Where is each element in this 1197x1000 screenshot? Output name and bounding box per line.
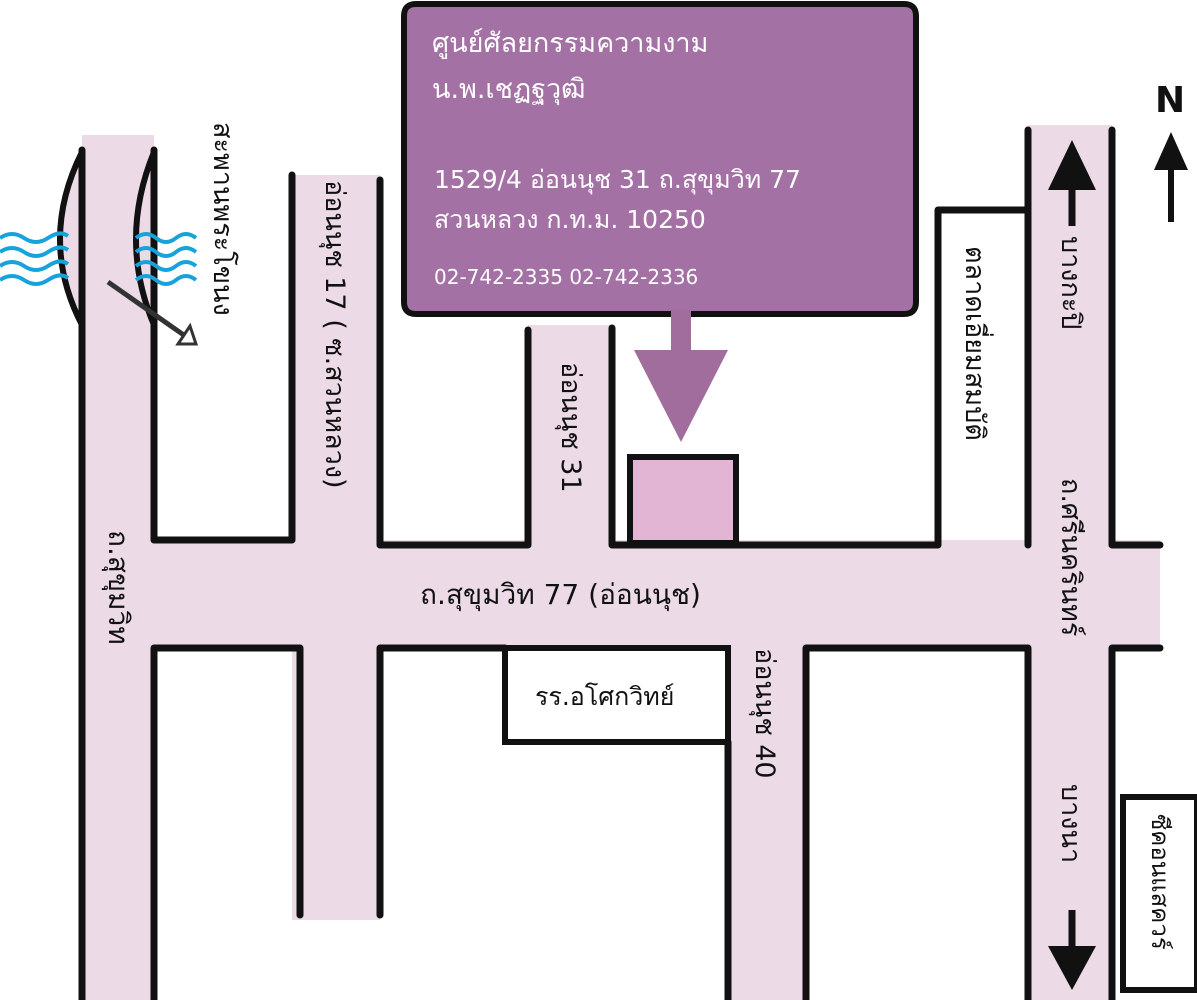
water-waves-icon — [0, 231, 198, 286]
road-soi-40 — [728, 645, 806, 1000]
down-arrow-icon — [1048, 910, 1096, 990]
clinic-name-line1: ศูนย์ศัลยกรรมความงาม — [432, 27, 708, 59]
pointer-arrow-icon — [106, 279, 199, 346]
road-srinakarin — [1028, 125, 1112, 1000]
north-label: N — [1155, 80, 1185, 121]
clinic-name-line2: น.พ.เชฏฐวุฒิ — [432, 74, 586, 106]
label-seacon: ซีคอนแสควร์ — [1146, 814, 1174, 950]
label-sukhumvit: ถ.สุขุมวิท — [101, 530, 135, 645]
road-soi-17 — [292, 175, 380, 920]
location-arrow-icon — [634, 310, 728, 442]
label-bangkapi: บางกะปิ — [1055, 236, 1086, 329]
north-arrow-icon — [1154, 132, 1188, 222]
label-soi-17: อ่อนนุช 17 ( ซ.สวนหลวง) — [318, 180, 350, 489]
up-arrow-icon — [1048, 140, 1096, 226]
label-school: รร.อโศกวิทย์ — [535, 682, 674, 711]
label-soi-40: อ่อนนุช 40 — [748, 648, 780, 779]
label-main-road: ถ.สุขุมวิท 77 (อ่อนนุช) — [420, 578, 701, 612]
clinic-info-card: ศูนย์ศัลยกรรมความงาม น.พ.เชฏฐวุฒิ 1529/4… — [401, 1, 919, 317]
clinic-address-line2: สวนหลวง ก.ท.ม. 10250 — [434, 205, 706, 234]
seacon-building — [1120, 794, 1197, 993]
label-soi-31: อ่อนนุช 31 — [554, 362, 586, 493]
label-bangna: บางนา — [1055, 784, 1086, 863]
road-soi-31 — [528, 325, 612, 545]
clinic-address-line1: 1529/4 อ่อนนุช 31 ถ.สุขุมวิท 77 — [434, 165, 801, 195]
label-srinakarin: ถ.ศรีนครินทร์ — [1055, 478, 1087, 636]
road-onnut-main — [82, 540, 1160, 648]
road-edges — [57, 126, 1164, 1000]
school-building — [502, 645, 731, 745]
clinic-target-building — [627, 454, 739, 546]
label-bridge: สะพานพระโขนง — [207, 122, 238, 316]
clinic-phone-numbers: 02-742-2335 02-742-2336 — [434, 265, 698, 289]
road-network — [61, 125, 1160, 1000]
label-market: ตลาดเอี่ยมสมบัติ — [959, 246, 994, 441]
